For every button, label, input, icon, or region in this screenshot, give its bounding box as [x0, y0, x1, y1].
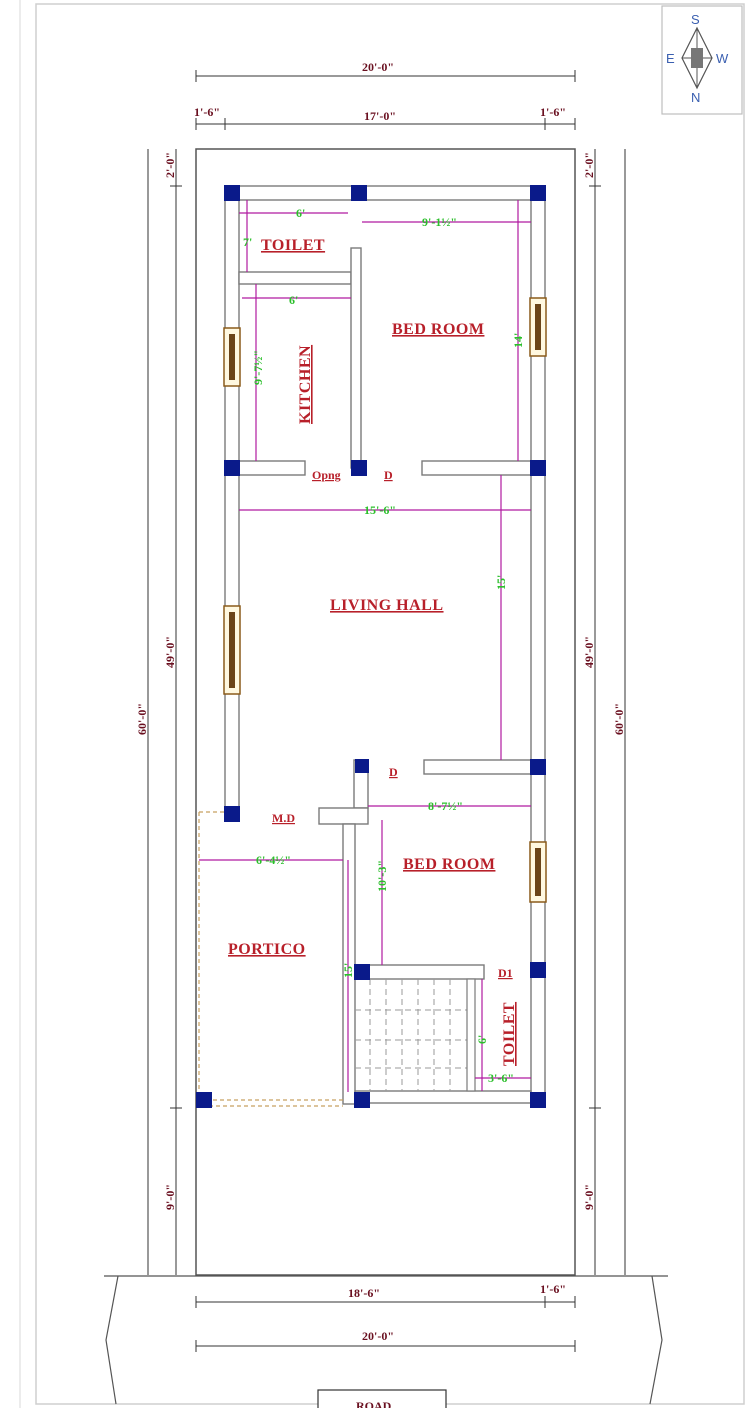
dim-front-setback-right: 2'-0": [582, 152, 596, 178]
dim-bed-room-bottom-depth: 10'-3": [375, 860, 389, 892]
compass-west: W: [716, 51, 729, 66]
dim-toilet-top-width: 6': [296, 206, 305, 220]
dim-bed-room-top-width: 9'-1½": [422, 215, 457, 229]
dim-inner-width: 17'-0": [364, 109, 396, 123]
dim-toilet-bottom-width: 3'-6": [488, 1071, 514, 1085]
dim-kitchen-depth: 9'-7½": [251, 350, 265, 385]
dim-total-depth-right: 60'-0": [612, 703, 626, 735]
room-label-toilet-bottom: TOILET: [501, 1002, 518, 1066]
plot-boundary: [195, 148, 576, 1276]
dim-rear-setback-left: 9'-0": [163, 1184, 177, 1210]
room-label-toilet-top: TOILET: [261, 237, 325, 254]
compass-east: E: [666, 51, 675, 66]
dim-setback-right: 1'-6": [540, 105, 566, 119]
road-label-box: [317, 1389, 447, 1408]
compass-south: S: [691, 12, 700, 27]
compass-frame: [661, 5, 743, 115]
top-dimensions: [195, 70, 576, 130]
door-label-d-mid: D: [389, 765, 398, 779]
compass-north: N: [691, 90, 700, 105]
compass: S E W N: [661, 5, 743, 115]
dim-kitchen-width: 6': [289, 293, 298, 307]
door-label-d-top: D: [384, 468, 393, 482]
room-label-bed-room-top: BED ROOM: [392, 321, 484, 338]
dim-bottom-setback: 1'-6": [540, 1282, 566, 1296]
dim-toilet-top-depth: 7': [243, 235, 252, 249]
dim-portico-depth: 15': [341, 963, 355, 978]
road-edge: [104, 1275, 668, 1405]
dim-total-depth-left: 60'-0": [135, 703, 149, 735]
portico-boundary: [198, 811, 343, 1107]
columns: [196, 185, 546, 1108]
dim-portico-width: 6'-4½": [256, 853, 291, 867]
dim-setback-left: 1'-6": [194, 105, 220, 119]
dim-building-depth-right: 49'-0": [582, 636, 596, 668]
walls: [224, 185, 546, 1105]
dim-bottom-width: 18'-6": [348, 1286, 380, 1300]
dim-building-depth-left: 49'-0": [163, 636, 177, 668]
door-label-opening: Opng: [312, 468, 341, 482]
door-label-main-door: M.D: [272, 811, 295, 825]
dim-bed-room-top-depth: 14': [511, 333, 525, 348]
room-label-living-hall: LIVING HALL: [330, 597, 444, 614]
dim-bed-room-bottom-width: 8'-7½": [428, 799, 463, 813]
dim-living-hall-depth: 15': [494, 575, 508, 590]
side-dimensions: [147, 149, 626, 1275]
dim-outer-width-top: 20'-0": [362, 60, 394, 74]
dim-rear-setback-right: 9'-0": [582, 1184, 596, 1210]
room-label-kitchen: KITCHEN: [297, 345, 314, 424]
door-label-d1: D1: [498, 966, 513, 980]
dim-front-setback-left: 2'-0": [163, 152, 177, 178]
room-dimension-lines: [199, 200, 531, 1092]
room-label-bed-room-bottom: BED ROOM: [403, 856, 495, 873]
dim-toilet-bottom-depth: 6': [475, 1035, 489, 1044]
windows: [223, 297, 547, 903]
staircase: [354, 978, 468, 1092]
road-label: ROAD: [356, 1399, 392, 1408]
dim-outer-width-bottom: 20'-0": [362, 1329, 394, 1343]
dim-living-hall-width: 15'-6": [364, 503, 396, 517]
toilet-partition: [466, 978, 476, 1092]
bottom-dimensions: [195, 1296, 576, 1352]
room-label-portico: PORTICO: [228, 941, 306, 958]
